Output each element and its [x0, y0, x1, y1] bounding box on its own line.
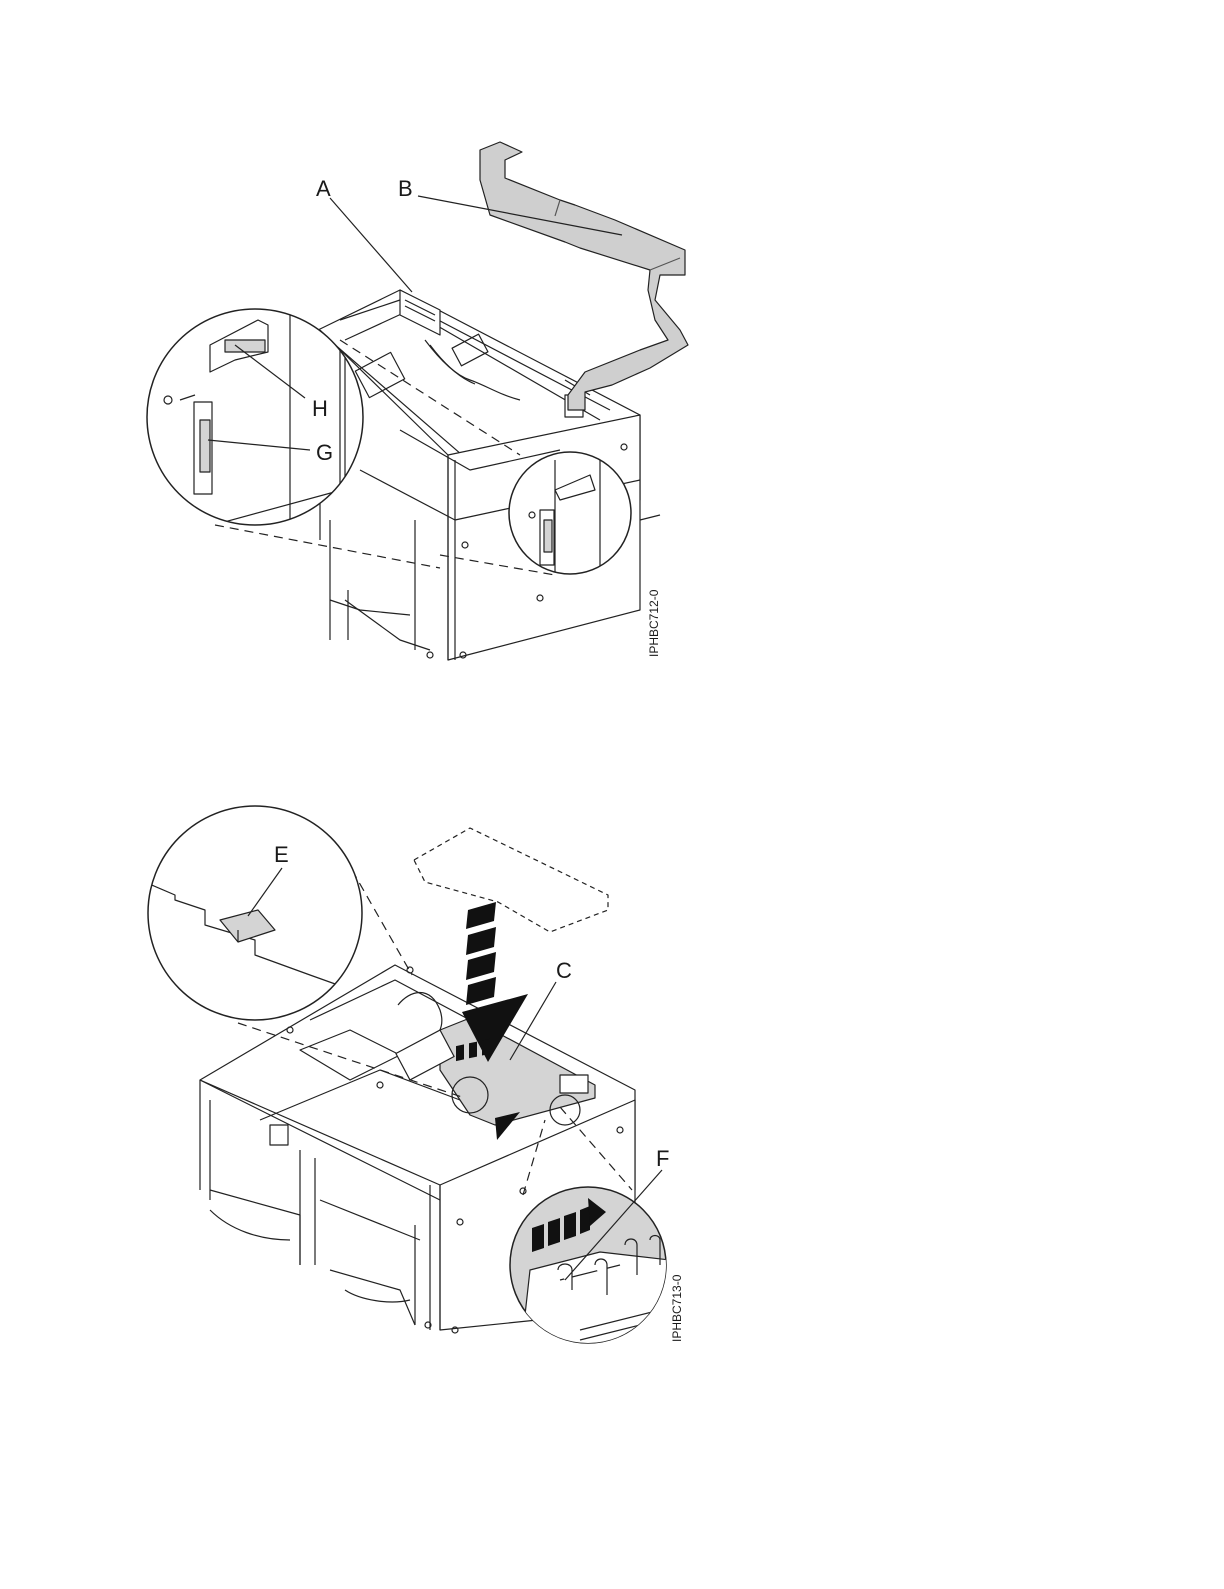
backplane-outline-dashed	[414, 828, 608, 932]
callout-f: F	[656, 1146, 669, 1171]
detail-view-e	[140, 806, 380, 1020]
callout-h: H	[312, 396, 328, 421]
figure-2-id-label: IPHBC713-0	[670, 1274, 684, 1342]
callout-g: G	[316, 440, 333, 465]
callout-b: B	[398, 176, 413, 201]
leader-a	[330, 198, 412, 292]
figure-2-backplane-installation	[140, 806, 670, 1360]
figure-1-backplane-cable-removal	[147, 142, 688, 660]
callout-e: E	[274, 842, 289, 867]
callout-a: A	[316, 176, 331, 201]
callout-c: C	[556, 958, 572, 983]
figure-1-id-label: IPHBC712-0	[647, 589, 661, 657]
detail-view-right-1	[509, 452, 631, 575]
